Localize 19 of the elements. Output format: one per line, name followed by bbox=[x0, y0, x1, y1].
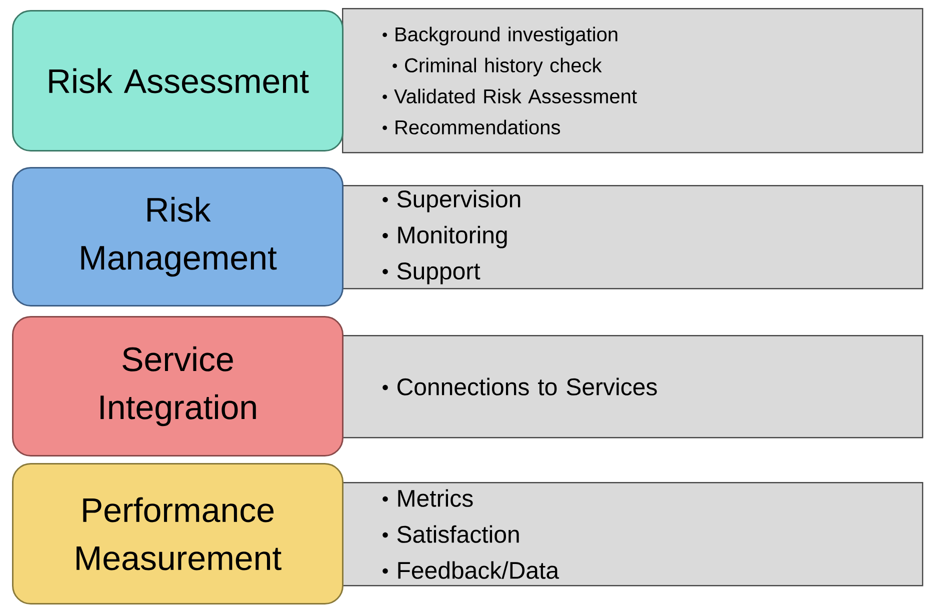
bullet-item: Metrics bbox=[382, 489, 473, 507]
bullet-item: Feedback/Data bbox=[382, 561, 560, 579]
bullet-list-box bbox=[342, 8, 924, 154]
bullet-item: Support bbox=[382, 262, 480, 284]
category-box: Risk Assessment bbox=[12, 10, 344, 152]
bullet-item: Criminal history check bbox=[392, 58, 602, 76]
category-box: Performance Measurement bbox=[12, 463, 344, 604]
bullet-item: Satisfaction bbox=[382, 525, 519, 543]
bullet-item: Background investigation bbox=[382, 26, 618, 46]
bullet-item: Connections to Services bbox=[382, 378, 657, 396]
bullet-item: Recommendations bbox=[382, 120, 560, 134]
bullet-list-box bbox=[342, 482, 924, 586]
bullet-item: Validated Risk Assessment bbox=[382, 88, 637, 104]
bullet-item: Supervision bbox=[382, 190, 520, 212]
bullet-item: Monitoring bbox=[382, 226, 507, 248]
bullet-list-box bbox=[342, 185, 924, 290]
category-box: Service Integration bbox=[12, 316, 344, 456]
bullet-list-box bbox=[342, 335, 924, 438]
category-box: Risk Management bbox=[12, 167, 344, 306]
